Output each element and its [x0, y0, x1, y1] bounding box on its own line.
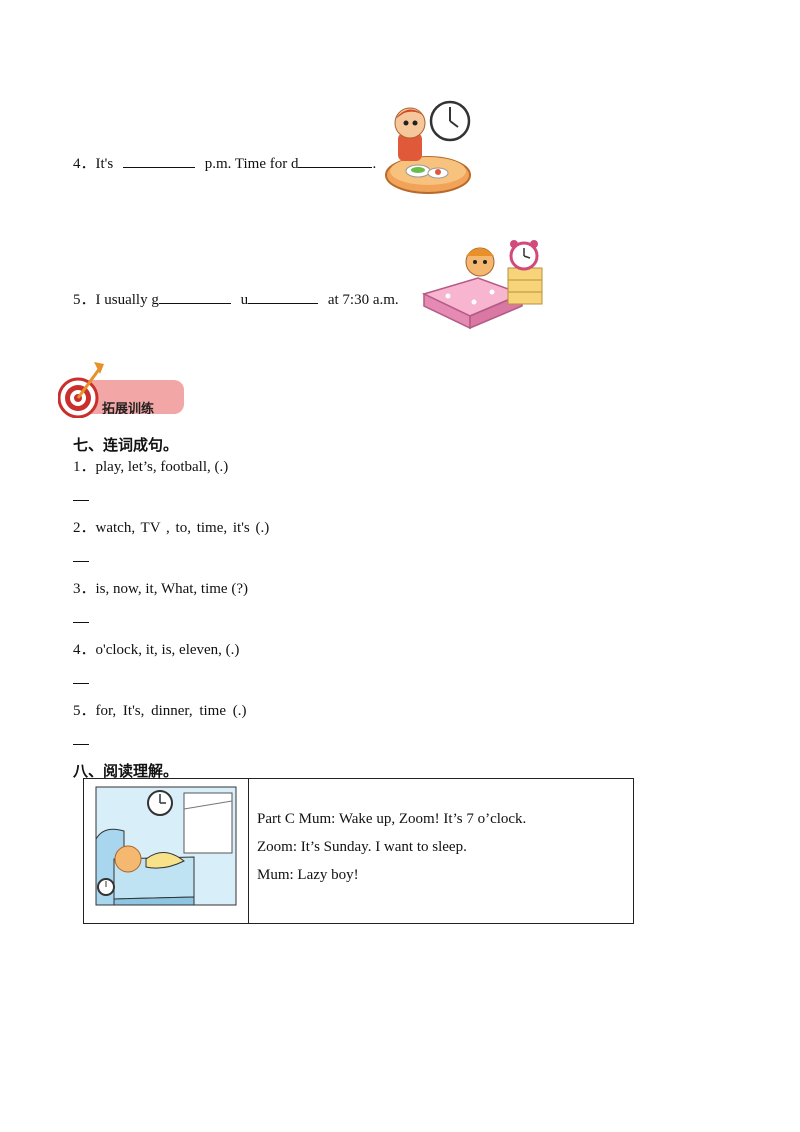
item-number: 3．	[73, 581, 96, 597]
fill-in-item-4: 4．It's p.m. Time for d.	[73, 152, 376, 173]
passage-line: Zoom: It’s Sunday. I want to sleep.	[257, 839, 467, 855]
reading-text-cell: Part C Mum: Wake up, Zoom! It’s 7 o’cloc…	[248, 778, 634, 924]
item-text-mid: p.m. Time for d	[204, 156, 299, 172]
item-number: 2．	[73, 520, 96, 536]
list-item: 2．watch, TV , to, time, it's (.)	[73, 516, 269, 537]
item-text-post: at 7:30 a.m.	[327, 292, 399, 308]
item-words: watch, TV , to, time, it's (.)	[95, 520, 270, 536]
child-eating-illustration	[385, 100, 471, 194]
passage-line: Mum: Lazy boy!	[257, 867, 359, 883]
answer-line[interactable]	[73, 622, 89, 623]
item-number: 4．	[73, 642, 96, 658]
reading-image-cell	[83, 778, 249, 924]
banner-label: 拓展训练	[102, 402, 155, 414]
fill-in-item-5: 5．I usually g u at 7:30 a.m.	[73, 288, 399, 309]
item-number: 5．	[73, 292, 96, 308]
section-8-title: 八、阅读理解。	[73, 762, 179, 780]
item-text-pre: It's	[95, 156, 114, 172]
answer-line[interactable]	[73, 683, 89, 684]
child-waking-illustration	[421, 240, 543, 330]
item-words: o'clock, it, is, eleven, (.)	[95, 642, 240, 658]
answer-blank[interactable]	[158, 291, 231, 304]
reading-table: Part C Mum: Wake up, Zoom! It’s 7 o’cloc…	[83, 778, 634, 924]
item-words: is, now, it, What, time (?)	[95, 581, 248, 597]
reading-passage: Part C Mum: Wake up, Zoom! It’s 7 o’cloc…	[249, 779, 633, 889]
answer-blank[interactable]	[248, 291, 319, 304]
item-words: play, let’s, football, (.)	[95, 459, 229, 475]
list-item: 1．play, let’s, football, (.)	[73, 455, 228, 476]
list-item: 3．is, now, it, What, time (?)	[73, 577, 248, 598]
section-7-title: 七、连词成句。	[73, 436, 179, 454]
item-text-post: .	[372, 156, 377, 172]
list-item: 5．for, It's, dinner, time (.)	[73, 699, 246, 720]
item-number: 1．	[73, 459, 96, 475]
answer-line[interactable]	[73, 744, 89, 745]
list-item: 4．o'clock, it, is, eleven, (.)	[73, 638, 239, 659]
item-words: for, It's, dinner, time (.)	[95, 703, 247, 719]
sleeping-boy-illustration	[95, 786, 237, 906]
banner-bar	[88, 380, 184, 414]
answer-blank[interactable]	[298, 155, 373, 168]
item-number: 4．	[73, 156, 96, 172]
target-icon	[58, 362, 104, 418]
passage-line: Part C Mum: Wake up, Zoom! It’s 7 o’cloc…	[257, 811, 527, 827]
extension-training-banner: 拓展训练	[58, 358, 184, 418]
item-text-pre: I usually g	[95, 292, 159, 308]
answer-line[interactable]	[73, 561, 89, 562]
item-text-mid: u	[240, 292, 249, 308]
item-number: 5．	[73, 703, 96, 719]
answer-line[interactable]	[73, 500, 89, 501]
answer-blank[interactable]	[122, 155, 195, 168]
